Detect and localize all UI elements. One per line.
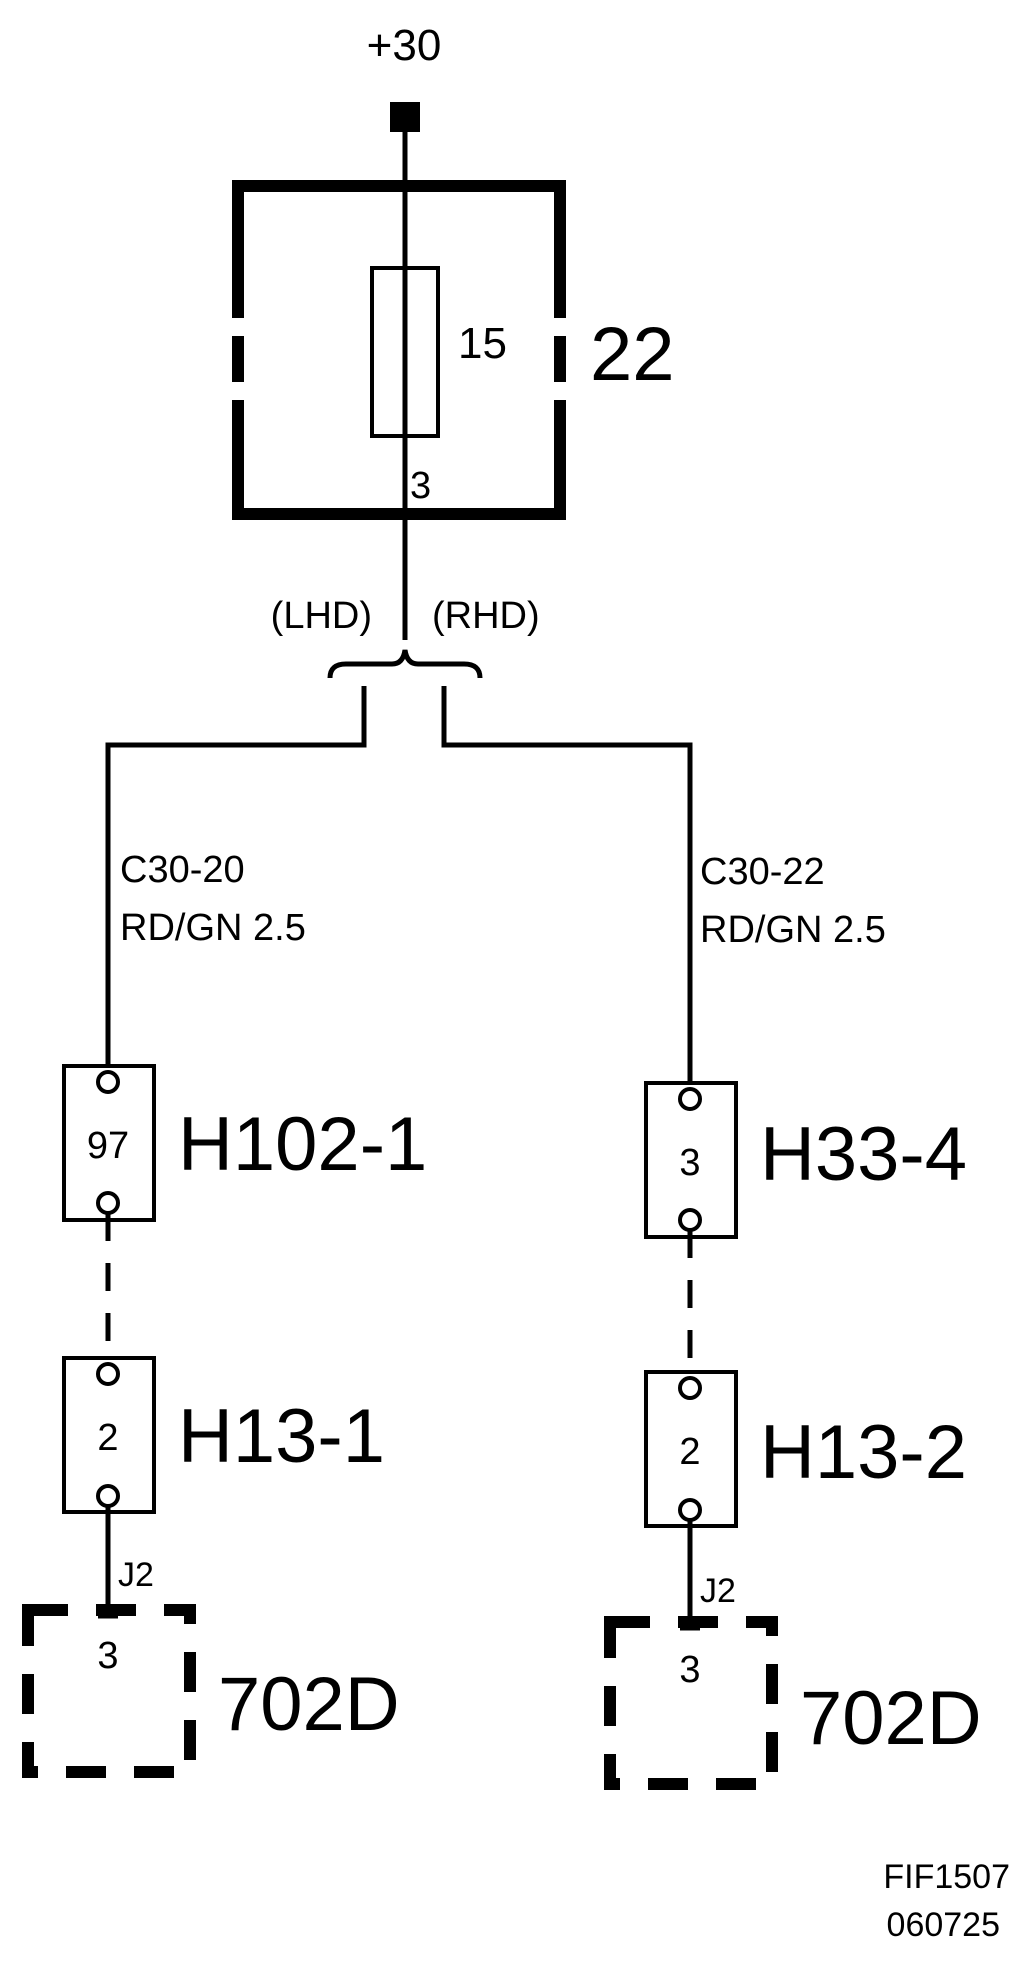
supply-label: +30 (367, 21, 442, 70)
supply-terminal (390, 102, 420, 132)
right-device-box (604, 1616, 778, 1790)
left-device-pin: 3 (97, 1635, 118, 1677)
h13-1-pin: 2 (97, 1417, 118, 1459)
left-junction-label: J2 (118, 1556, 154, 1594)
right-device-pin: 3 (679, 1649, 700, 1691)
fuse-output-pin: 3 (410, 465, 431, 507)
right-wire-code: C30-22 (700, 851, 825, 893)
h102-1-label: H102-1 (178, 1102, 427, 1187)
connector-h13-1 (62, 1356, 156, 1514)
figure-date: 060725 (887, 1906, 1000, 1944)
h33-4-label: H33-4 (760, 1112, 967, 1197)
lhd-label: (LHD) (271, 595, 372, 637)
h13-2-pin: 2 (679, 1431, 700, 1473)
left-wire-code: C30-20 (120, 849, 245, 891)
left-branch-wire (105, 686, 367, 1068)
connector-h102-1 (62, 1064, 156, 1222)
left-device-box (22, 1604, 196, 1778)
right-device-id: 702D (800, 1676, 982, 1761)
h13-2-label: H13-2 (760, 1410, 967, 1495)
rhd-label: (RHD) (432, 595, 540, 637)
left-wire-spec: RD/GN 2.5 (120, 907, 306, 949)
h102-1-pin: 97 (87, 1125, 129, 1167)
figure-code: FIF1507 (883, 1858, 1010, 1896)
connector-h33-4 (644, 1081, 738, 1239)
variant-brace (327, 649, 483, 679)
connector-h13-2 (644, 1370, 738, 1528)
right-junction-label: J2 (700, 1572, 736, 1610)
right-wire-spec: RD/GN 2.5 (700, 909, 886, 951)
fuse-rating: 15 (458, 319, 507, 368)
right-branch-wire (441, 686, 693, 1085)
fuse-box (232, 180, 566, 520)
fuse-box-id: 22 (590, 312, 675, 397)
h33-4-pin: 3 (679, 1142, 700, 1184)
h13-1-label: H13-1 (178, 1394, 385, 1479)
left-device-id: 702D (218, 1662, 400, 1747)
